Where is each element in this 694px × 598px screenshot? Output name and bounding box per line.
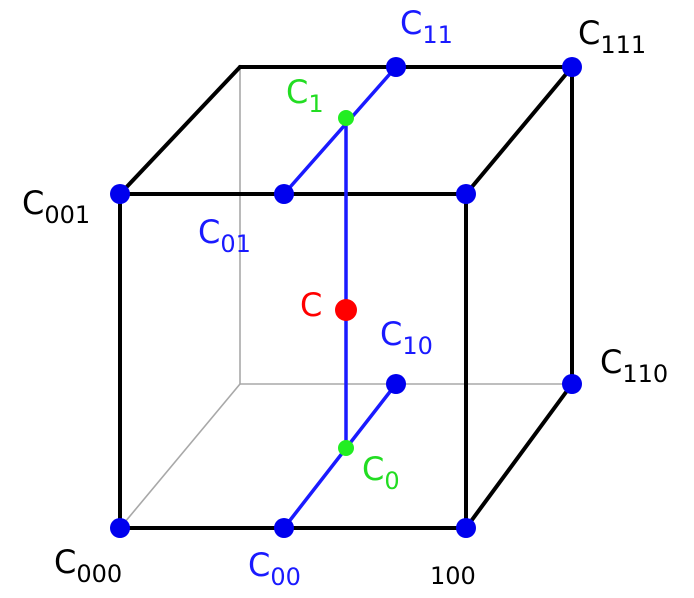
hidden-edge-back-depth	[119, 383, 241, 529]
label-c110: C110	[600, 343, 668, 388]
edge-depth-top-right	[464, 65, 574, 196]
edge-depth-bottom-right	[464, 382, 574, 530]
vertex-c000	[110, 518, 130, 538]
label-100: 100	[430, 562, 476, 590]
point-c-center	[335, 299, 357, 321]
line-c00-c10	[282, 382, 398, 530]
cube-vertices	[110, 57, 582, 538]
interpolation-lines	[282, 65, 398, 530]
mid-points	[338, 110, 354, 456]
point-c0	[338, 440, 354, 456]
vertex-labels: C000 C001 C110 C111 100	[22, 14, 668, 590]
label-c11: C11	[400, 4, 453, 49]
point-c01	[274, 184, 294, 204]
vertex-front-top-right	[456, 184, 476, 204]
label-c000: C000	[54, 543, 122, 588]
interp-labels: C00 C01 C10 C11	[198, 4, 453, 591]
edge-depth-top-left	[118, 65, 242, 196]
mid-labels: C1 C0	[286, 73, 400, 495]
line-c01-c11	[282, 65, 398, 196]
label-c1: C1	[286, 73, 324, 118]
label-c00: C00	[248, 546, 301, 591]
label-c111: C111	[578, 14, 646, 59]
vertex-c001	[110, 184, 130, 204]
label-c-center: C	[300, 286, 322, 324]
point-c1	[338, 110, 354, 126]
point-c00	[274, 518, 294, 538]
label-c001: C001	[22, 184, 90, 229]
label-c0: C0	[362, 450, 400, 495]
point-c10	[386, 374, 406, 394]
vertex-c110	[562, 374, 582, 394]
point-c11	[386, 57, 406, 77]
vertex-c111	[562, 57, 582, 77]
vertex-100	[456, 518, 476, 538]
label-c01: C01	[198, 213, 251, 258]
label-c10: C10	[380, 315, 433, 360]
